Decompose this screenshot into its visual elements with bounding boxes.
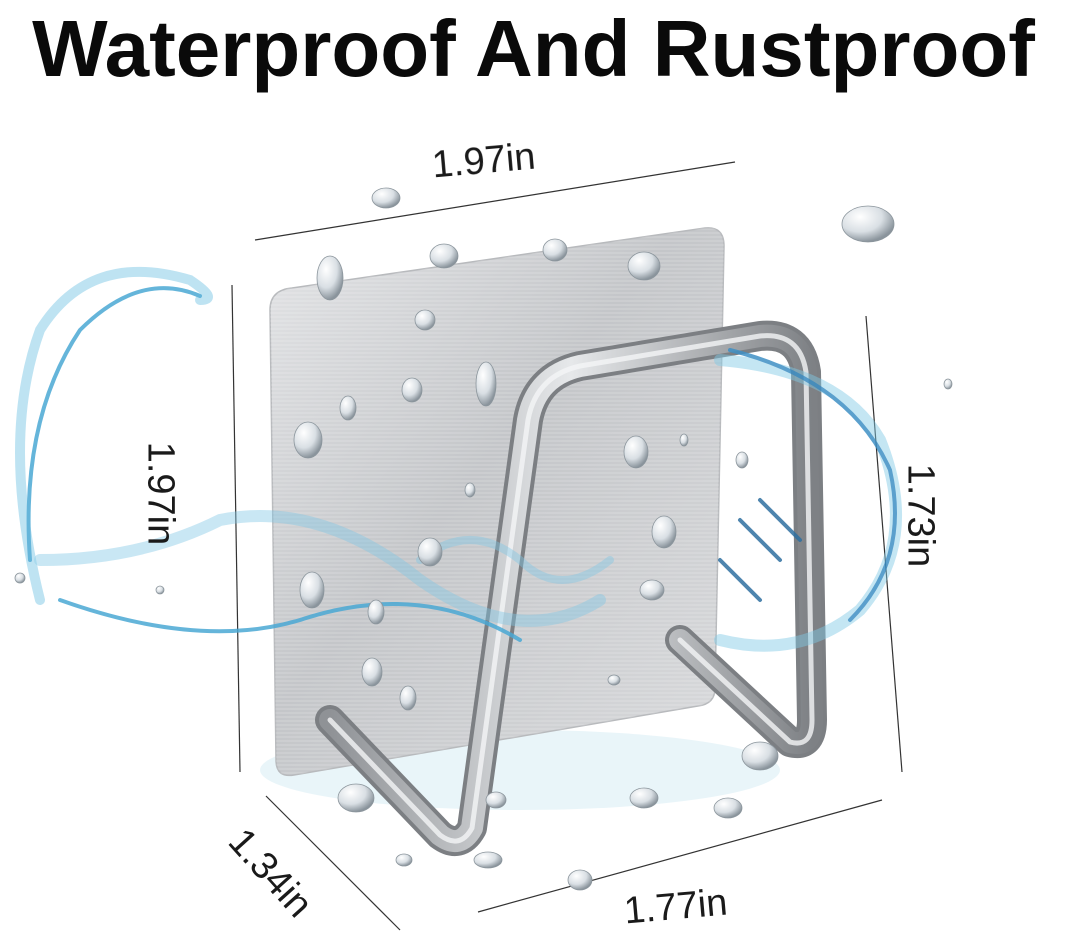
left-dimension-line <box>231 284 241 773</box>
bottom-dimension-line <box>477 799 883 913</box>
top-width-label: 1.97in <box>430 135 538 187</box>
bottom-width-label: 1.77in <box>622 881 730 933</box>
right-dimension-line <box>865 315 903 773</box>
wire-rack <box>315 320 827 857</box>
dimension-lines <box>231 161 903 931</box>
water-splash <box>15 266 902 652</box>
right-height-label: 1.73in <box>899 463 942 568</box>
depth-dimension-line <box>265 795 401 931</box>
top-dimension-line <box>254 161 736 241</box>
left-height-label: 1.97in <box>139 441 182 546</box>
water-droplets <box>14 187 953 891</box>
product-title: Waterproof And Rustproof <box>32 4 1035 93</box>
